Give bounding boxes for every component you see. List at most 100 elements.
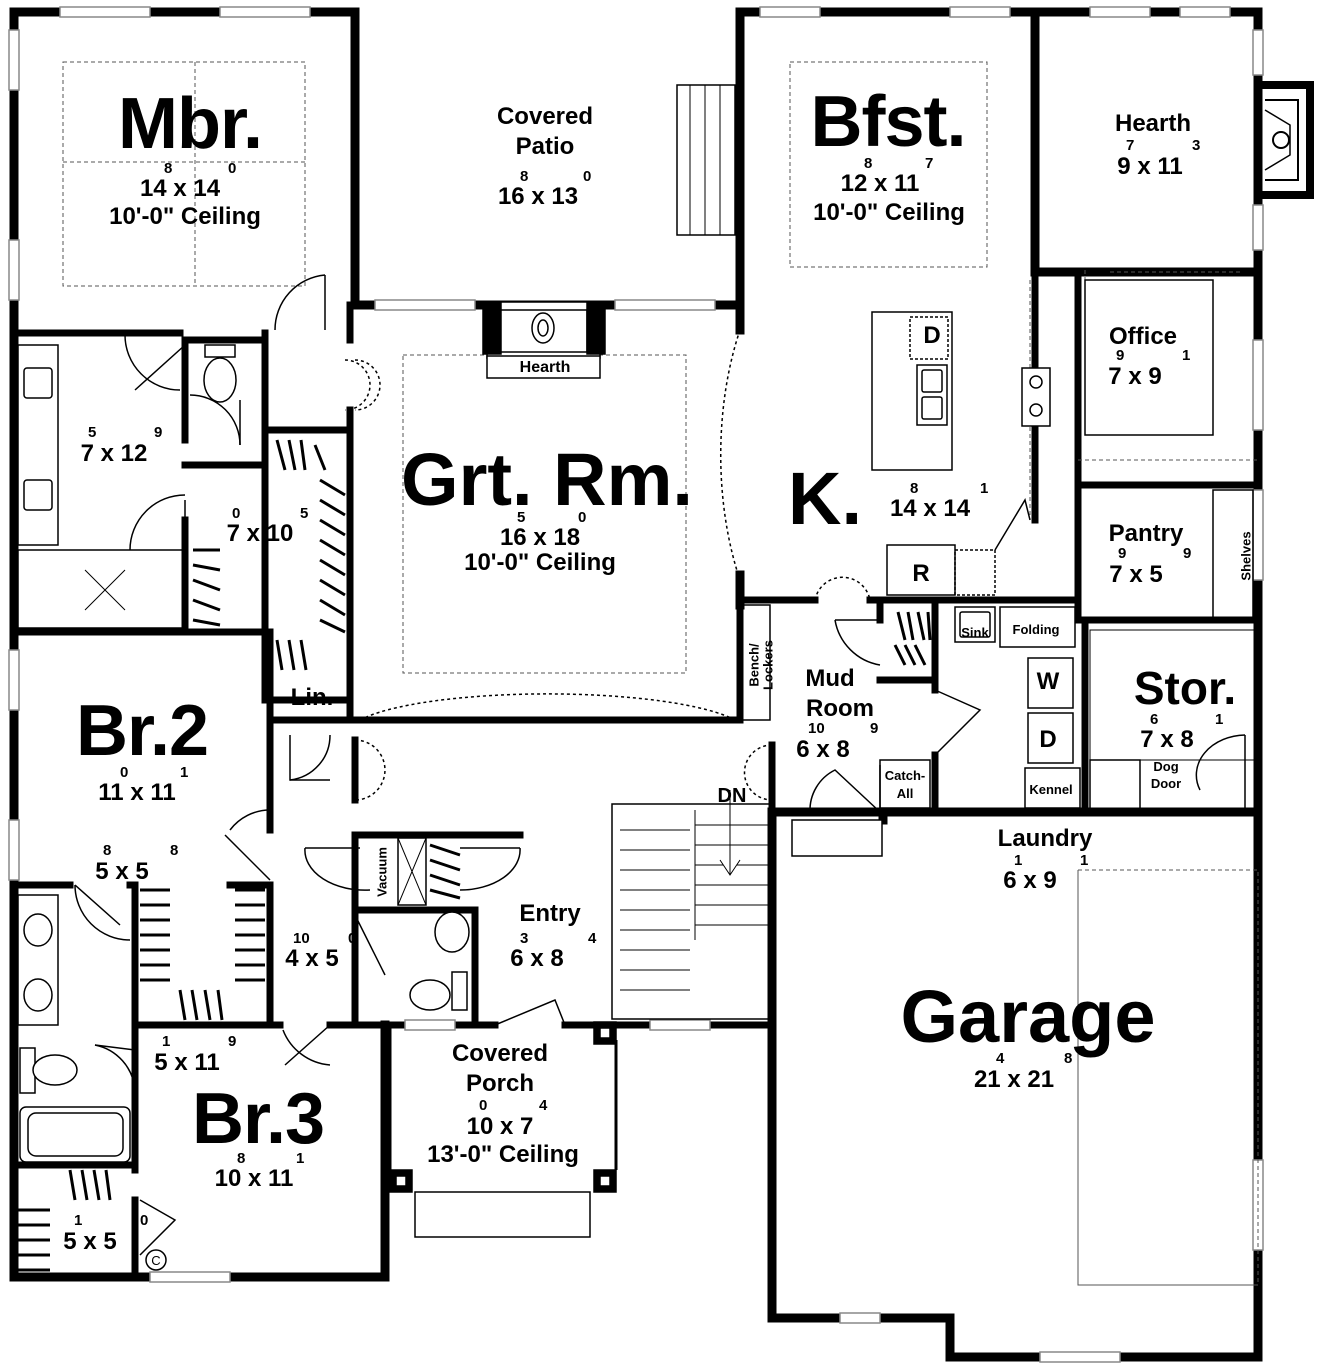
mud-sup-b: 9 [870,720,879,737]
entry-sup-b: 4 [588,930,597,947]
patio-sup-a: 8 [520,168,529,185]
garage-size: 21 x 21 [973,1066,1055,1093]
great-room-ceiling: 10'-0" Ceiling [464,549,616,576]
mcloset-sup-a: 0 [232,505,241,522]
tray-ceilings [62,61,1259,1286]
mud-sup-a: 10 [808,720,825,737]
great-room-sup-a: 5 [517,509,526,526]
vacuum-label: Vacuum [374,847,390,897]
kitchen-title: K. [788,457,862,540]
sink-label: Sink [961,625,989,640]
bfst-ceiling: 10'-0" Ceiling [813,199,965,226]
br3-closet-sup-b: 0 [140,1212,149,1229]
mud-title-2: Room [806,695,874,722]
br3-sup-a: 8 [237,1150,246,1167]
office-sup-b: 1 [1182,347,1191,364]
stor-sup-b: 1 [1215,711,1224,728]
br2-closet-sup-b: 8 [170,842,179,859]
laundry-sup-a: 1 [1014,852,1023,869]
porch-title-2: Porch [465,1070,535,1097]
dishwasher-label: D [923,322,941,349]
dryer-label: D [1039,726,1057,753]
mbath-size: 7 x 12 [80,440,148,467]
bath2-sup-a: 1 [162,1033,171,1050]
garage-sup-a: 4 [996,1050,1005,1067]
dog-door-2: Door [1150,776,1182,791]
mbr-sup-b: 0 [228,160,237,177]
br3-size: 10 x 11 [214,1165,294,1192]
hall-closet-size: 4 x 5 [285,945,339,972]
great-room-sup-b: 0 [578,509,587,526]
br2-title: Br.2 [75,691,209,771]
stairs-down-label: DN [717,785,747,807]
bath2-sup-b: 9 [228,1033,237,1050]
linen-label: Lin. [290,684,334,711]
kitchen-sup-b: 1 [980,480,989,497]
br2-closet-size: 5 x 5 [95,858,149,885]
br2-sup-b: 1 [180,764,189,781]
pantry-size: 7 x 5 [1109,561,1163,588]
bfst-sup-a: 8 [864,155,873,172]
pantry-sup-a: 9 [1118,545,1127,562]
cleanout-label: C [151,1253,161,1268]
mbr-sup-a: 8 [164,160,173,177]
stor-title: Stor. [1133,662,1237,714]
hearth-room-title: Hearth [1114,110,1192,137]
stor-sup-a: 6 [1150,711,1159,728]
kennel-label: Kennel [1029,782,1073,797]
fixtures [17,84,1256,1272]
stor-size: 7 x 8 [1140,726,1194,753]
laundry-size: 6 x 9 [1003,867,1057,894]
bath2-size: 5 x 11 [154,1049,220,1076]
mcloset-size: 7 x 10 [226,520,294,547]
laundry-title: Laundry [997,825,1093,852]
br3-sup-b: 1 [296,1150,305,1167]
hearth-room-sup-a: 7 [1126,137,1135,154]
hall-closet-sup-b: 0 [348,930,357,947]
folding-label: Folding [1012,622,1060,637]
office-title: Office [1108,323,1178,350]
hearth-room-fireplace [1258,81,1314,199]
hearth-room-size: 9 x 11 [1117,153,1183,180]
mcloset-sup-b: 5 [300,505,309,522]
catch-all-2: All [896,786,914,801]
fridge-label: R [912,560,930,587]
entry-title: Entry [519,900,581,927]
pantry-sup-b: 9 [1183,545,1192,562]
catch-all-1: Catch- [884,768,926,783]
porch-title-1: Covered [451,1040,549,1067]
bfst-title: Bfst. [810,82,967,162]
bench-label-2: Lockers [760,640,776,690]
entry-size: 6 x 8 [510,945,564,972]
kitchen-sup-a: 8 [910,480,919,497]
patio-title-1: Covered [496,103,594,130]
office-sup-a: 9 [1116,347,1125,364]
porch-ceiling: 13'-0" Ceiling [427,1141,579,1168]
br2-closet-sup-a: 8 [103,842,112,859]
mbr-title: Mbr. [117,84,263,164]
great-room-title: Grt. Rm. [401,438,693,521]
office-size: 7 x 9 [1108,363,1162,390]
porch-sup-b: 4 [539,1097,548,1114]
mud-size: 6 x 8 [796,736,850,763]
bfst-sup-b: 7 [925,155,934,172]
bfst-size: 12 x 11 [840,170,920,197]
mud-title-1: Mud [805,665,855,692]
washer-label: W [1036,668,1060,695]
mbr-ceiling: 10'-0" Ceiling [109,203,261,230]
laundry-sup-b: 1 [1080,852,1089,869]
mbath-sup-a: 5 [88,424,97,441]
patio-sup-b: 0 [583,168,592,185]
entry-sup-a: 3 [520,930,529,947]
br3-closet-size: 5 x 5 [63,1228,117,1255]
bench-label-1: Bench/ [746,643,762,687]
porch-sup-a: 0 [479,1097,488,1114]
porch-size: 10 x 7 [466,1113,534,1140]
br3-closet-sup-a: 1 [74,1212,83,1229]
great-room-size: 16 x 18 [499,524,581,551]
mbr-size: 14 x 14 [139,175,221,202]
patio-size: 16 x 13 [497,183,579,210]
br2-size: 11 x 11 [98,779,176,806]
hearth-room-sup-b: 3 [1192,137,1201,154]
